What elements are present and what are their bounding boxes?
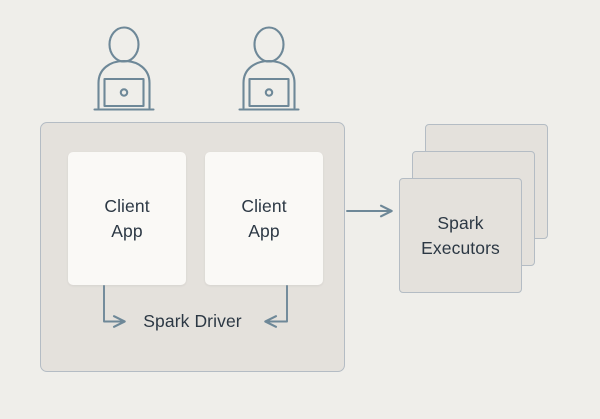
- client-app-label-line1: Client: [104, 195, 150, 216]
- spark-driver-label: Spark Driver: [143, 311, 242, 331]
- client-app-label-line2: App: [248, 220, 280, 241]
- client-app-box[interactable]: Client App: [68, 152, 186, 285]
- person-laptop-icon: [85, 26, 163, 116]
- client-app-label-line2: App: [111, 220, 143, 241]
- client-app-label-line1: Client: [241, 195, 287, 216]
- spark-executors-stack: Spark Executors: [399, 124, 549, 296]
- spark-executors-label-line2: Executors: [421, 237, 500, 258]
- spark-executors-label-line1: Spark: [437, 212, 484, 233]
- executor-card-front[interactable]: Spark Executors: [399, 178, 522, 293]
- person-laptop-icon: [230, 26, 308, 116]
- client-app-box[interactable]: Client App: [205, 152, 323, 285]
